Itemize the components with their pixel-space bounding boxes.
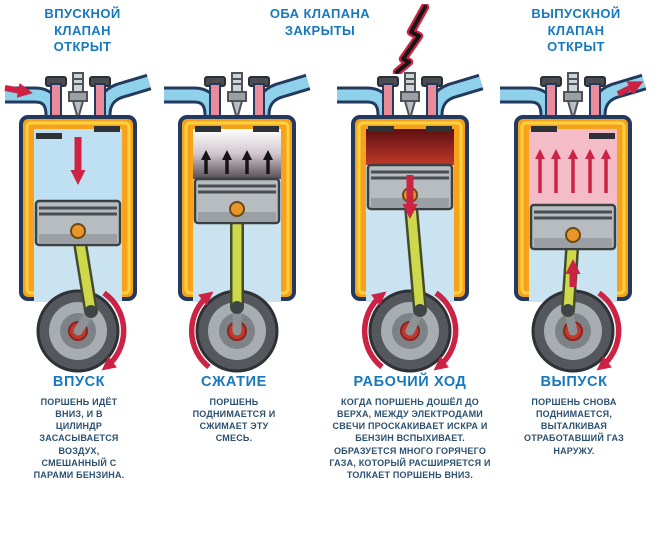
connecting-rod xyxy=(230,202,244,336)
label-intake-valve-open: ВПУСКНОЙ КЛАПАН ОТКРЫТ xyxy=(44,6,121,55)
label-both-valves-closed: ОБА КЛАПАНА ЗАКРЫТЫ xyxy=(269,6,371,38)
caption-exhaust: ВЫПУСК ПОРШЕНЬ СНОВА ПОДНИМАЕТСЯ, ВЫТАЛК… xyxy=(496,374,652,457)
stroke-description-exhaust: ПОРШЕНЬ СНОВА ПОДНИМАЕТСЯ, ВЫТАЛКИВАЯ ОТ… xyxy=(524,397,624,456)
compression-arrows-icon xyxy=(201,150,273,174)
stroke-description-compression: ПОРШЕНЬ ПОДНИМАЕТСЯ И СЖИМАЕТ ЭТУ СМЕСЬ. xyxy=(192,397,276,444)
air-inlet-arrow-icon xyxy=(4,83,33,98)
valve-discs xyxy=(195,126,279,132)
engine-intake-stroke xyxy=(3,73,153,373)
stroke-title-intake: ВПУСК xyxy=(52,374,106,390)
stroke-title-compression: СЖАТИЕ xyxy=(201,374,267,390)
piston xyxy=(529,203,617,251)
chamber-burning-gas xyxy=(366,129,454,165)
rotation-arrow-icon xyxy=(596,290,622,371)
caption-power: РАБОЧИЙ ХОД КОГДА ПОРШЕНЬ ДОШЁЛ ДО ВЕРХА… xyxy=(316,374,504,481)
stroke-description-intake: ПОРШЕНЬ ИДЁТ ВНИЗ, И В ЦИЛИНДР ЗАСАСЫВАЕ… xyxy=(33,397,125,480)
caption-intake: ВПУСК ПОРШЕНЬ ИДЁТ ВНИЗ, И В ЦИЛИНДР ЗАС… xyxy=(0,374,158,481)
exhaust-outlet-arrow-icon xyxy=(616,81,644,97)
engine-exhaust-stroke xyxy=(498,73,648,373)
label-exhaust-valve-open: ВЫПУСКНОЙ КЛАПАН ОТКРЫТ xyxy=(531,6,621,55)
piston xyxy=(193,177,281,225)
stroke-title-power: РАБОЧИЙ ХОД xyxy=(353,374,467,390)
valve-discs xyxy=(531,126,615,139)
exhaust-flow-arrows-icon xyxy=(535,149,611,193)
rotation-arrow-icon xyxy=(101,290,127,371)
caption-compression: СЖАТИЕ ПОРШЕНЬ ПОДНИМАЕТСЯ И СЖИМАЕТ ЭТУ… xyxy=(158,374,310,445)
stroke-title-exhaust: ВЫПУСК xyxy=(540,374,608,390)
valve-discs xyxy=(368,126,452,132)
engine-power-stroke xyxy=(335,73,485,373)
rotation-arrow-icon xyxy=(433,290,459,371)
rotation-arrow-icon xyxy=(361,291,387,370)
piston xyxy=(34,199,122,247)
valve-discs xyxy=(36,126,120,139)
lightning-icon xyxy=(392,4,430,74)
engine-compression-stroke xyxy=(162,73,312,373)
stroke-description-power: КОГДА ПОРШЕНЬ ДОШЁЛ ДО ВЕРХА, МЕЖДУ ЭЛЕК… xyxy=(329,397,491,480)
rotation-arrow-icon xyxy=(188,291,214,370)
